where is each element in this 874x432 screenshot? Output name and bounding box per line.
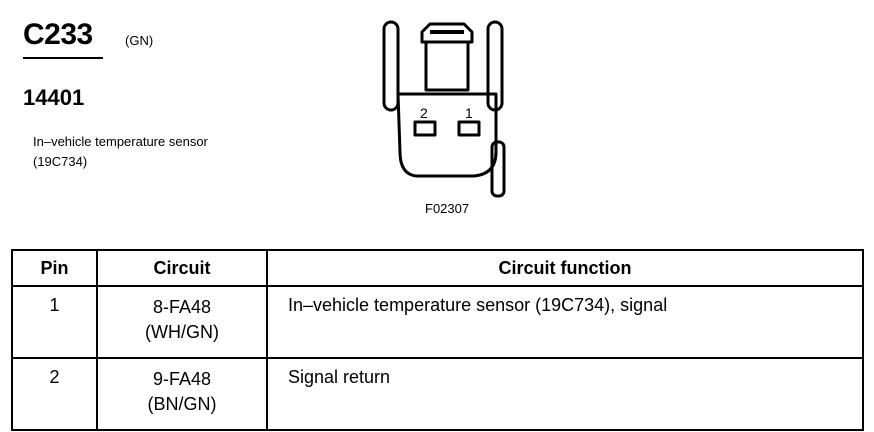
component-name-line2: (19C734) — [33, 154, 88, 169]
circuit-number: 9-FA48 — [152, 369, 212, 389]
circuit-color: (BN/GN) — [147, 394, 217, 414]
pin-label-2: 2 — [420, 105, 428, 121]
circuit-cell: 8-FA48 (WH/GN) — [96, 285, 268, 359]
part-number: 14401 — [23, 85, 85, 110]
pin-cell: 1 — [11, 285, 98, 359]
connector-id-underline — [23, 57, 103, 59]
pin-cell: 2 — [11, 357, 98, 431]
circuit-number: 8-FA48 — [152, 297, 212, 317]
top-tab — [420, 22, 474, 44]
component-name: In–vehicle temperature sensor (19C734) — [33, 132, 208, 172]
connector-face-diagram: 2 1 — [382, 20, 506, 198]
function-cell: Signal return — [266, 357, 864, 431]
lower-latch — [490, 140, 506, 198]
pin-label-1: 1 — [465, 105, 473, 121]
table-row: 1 8-FA48 (WH/GN) In–vehicle temperature … — [11, 285, 864, 359]
header-circuit-function: Circuit function — [266, 249, 864, 287]
function-cell: In–vehicle temperature sensor (19C734), … — [266, 285, 864, 359]
left-latch — [382, 20, 400, 112]
circuit-color: (WH/GN) — [145, 322, 219, 342]
table-row: 2 9-FA48 (BN/GN) Signal return — [11, 357, 864, 431]
connector-id: C233 — [23, 18, 93, 51]
pin-cavity-2 — [413, 120, 437, 137]
pinout-table: Pin Circuit Circuit function 1 8-FA48 (W… — [11, 249, 864, 431]
figure-id: F02307 — [425, 201, 470, 216]
header-pin: Pin — [11, 249, 98, 287]
connector-color: (GN) — [125, 33, 154, 48]
table-header-row: Pin Circuit Circuit function — [11, 249, 864, 287]
connector-body — [396, 92, 498, 178]
component-name-line1: In–vehicle temperature sensor — [33, 134, 208, 149]
header-circuit: Circuit — [96, 249, 268, 287]
pin-cavity-1 — [457, 120, 481, 137]
circuit-cell: 9-FA48 (BN/GN) — [96, 357, 268, 431]
connector-neck — [424, 40, 470, 92]
